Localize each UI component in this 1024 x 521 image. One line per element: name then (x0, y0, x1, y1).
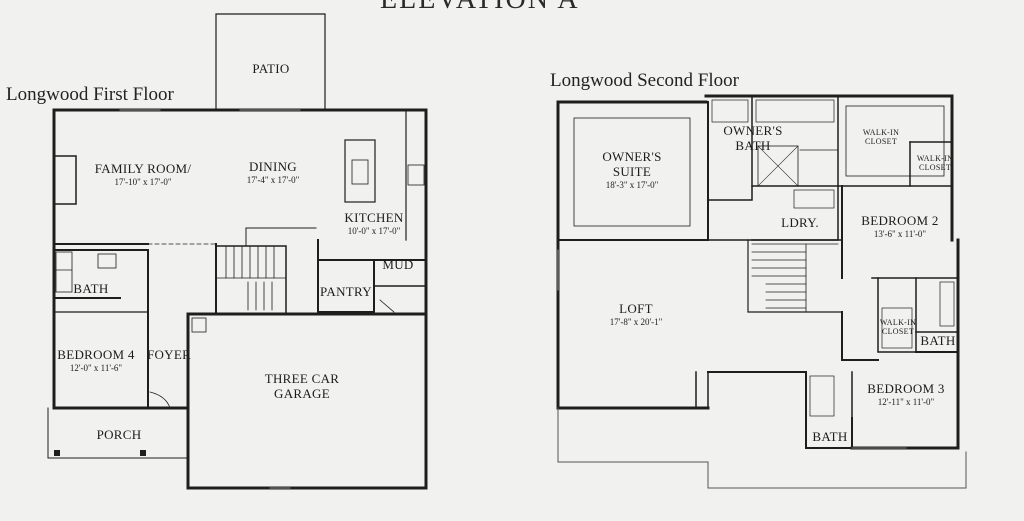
room-owners-bath: OWNER'S BATH (718, 123, 788, 154)
room-name: PATIO (252, 61, 290, 76)
room-name: LDRY. (781, 215, 819, 230)
room-name: THREE CAR (264, 371, 340, 386)
room-name: DINING (248, 159, 297, 174)
room-walk-in-closet-3: WALK-IN CLOSET (878, 318, 918, 336)
room-bedroom-4: BEDROOM 4 12'-0" x 11'-6" (52, 347, 140, 373)
room-foyer: FOYER (146, 347, 192, 363)
room-bath-second-a: BATH (918, 333, 958, 349)
room-mud: MUD (378, 257, 418, 273)
room-dimensions: 17'-10" x 17'-0" (114, 176, 172, 187)
room-name: OWNER'S (602, 149, 662, 164)
second-floor-walls (556, 94, 967, 489)
room-dimensions: 12'-11" x 11'-0" (877, 396, 935, 407)
room-dimensions: 12'-0" x 11'-6" (69, 362, 123, 373)
room-kitchen: KITCHEN 10'-0" x 17'-0" (336, 210, 412, 236)
room-name: LOFT (619, 301, 653, 316)
room-name: MUD (382, 257, 414, 272)
first-floor-walls (47, 13, 428, 490)
room-bath-second-b: BATH (808, 429, 852, 445)
room-name-line2: CLOSET (918, 163, 952, 173)
room-name: BEDROOM 4 (57, 347, 135, 362)
room-dining: DINING 17'-4" x 17'-0" (228, 159, 318, 185)
room-name: PANTRY (320, 284, 372, 299)
room-bedroom-2: BEDROOM 2 13'-6" x 11'-0" (854, 213, 946, 239)
room-name: BATH (812, 429, 848, 444)
room-name: FOYER (146, 347, 192, 362)
room-name-line2: CLOSET (864, 137, 898, 147)
room-name: FAMILY ROOM/ (94, 161, 192, 176)
room-name: PORCH (96, 427, 142, 442)
room-walk-in-closet-1: WALK-IN CLOSET (856, 128, 906, 146)
second-floor-title: Longwood Second Floor (550, 70, 739, 91)
room-laundry: LDRY. (770, 215, 830, 231)
room-name: WALK-IN (879, 318, 917, 327)
room-patio: PATIO (238, 61, 304, 77)
room-owners-suite: OWNER'S SUITE 18'-3" x 17'-0" (592, 149, 672, 190)
room-name-line2: BATH (735, 137, 771, 153)
room-name: BEDROOM 2 (861, 213, 939, 228)
room-name: OWNER'S (723, 123, 783, 138)
room-name-line2: GARAGE (274, 385, 330, 401)
room-name-line2: CLOSET (881, 327, 915, 337)
room-bedroom-3: BEDROOM 3 12'-11" x 11'-0" (858, 381, 954, 407)
room-name: BEDROOM 3 (867, 381, 945, 396)
first-floor-title: Longwood First Floor (6, 84, 174, 105)
room-name: BATH (73, 281, 109, 296)
room-name: WALK-IN (862, 128, 900, 137)
room-name: WALK-IN (916, 154, 954, 163)
room-family-room: FAMILY ROOM/ 17'-10" x 17'-0" (88, 161, 198, 187)
room-name-line2: SUITE (612, 163, 652, 179)
room-dimensions: 18'-3" x 17'-0" (605, 179, 659, 190)
room-garage: THREE CAR GARAGE (252, 371, 352, 402)
room-bath-first: BATH (66, 281, 116, 297)
room-name: BATH (920, 333, 956, 348)
room-name: KITCHEN (344, 210, 404, 225)
room-pantry: PANTRY (316, 284, 376, 300)
room-loft: LOFT 17'-8" x 20'-1" (596, 301, 676, 327)
room-dimensions: 13'-6" x 11'-0" (873, 228, 927, 239)
room-dimensions: 17'-4" x 17'-0" (246, 174, 300, 185)
room-dimensions: 17'-8" x 20'-1" (609, 316, 663, 327)
elevation-title: ELEVATION A (380, 0, 580, 16)
room-walk-in-closet-2: WALK-IN CLOSET (912, 154, 958, 172)
room-dimensions: 10'-0" x 17'-0" (347, 225, 401, 236)
room-porch: PORCH (88, 427, 150, 443)
